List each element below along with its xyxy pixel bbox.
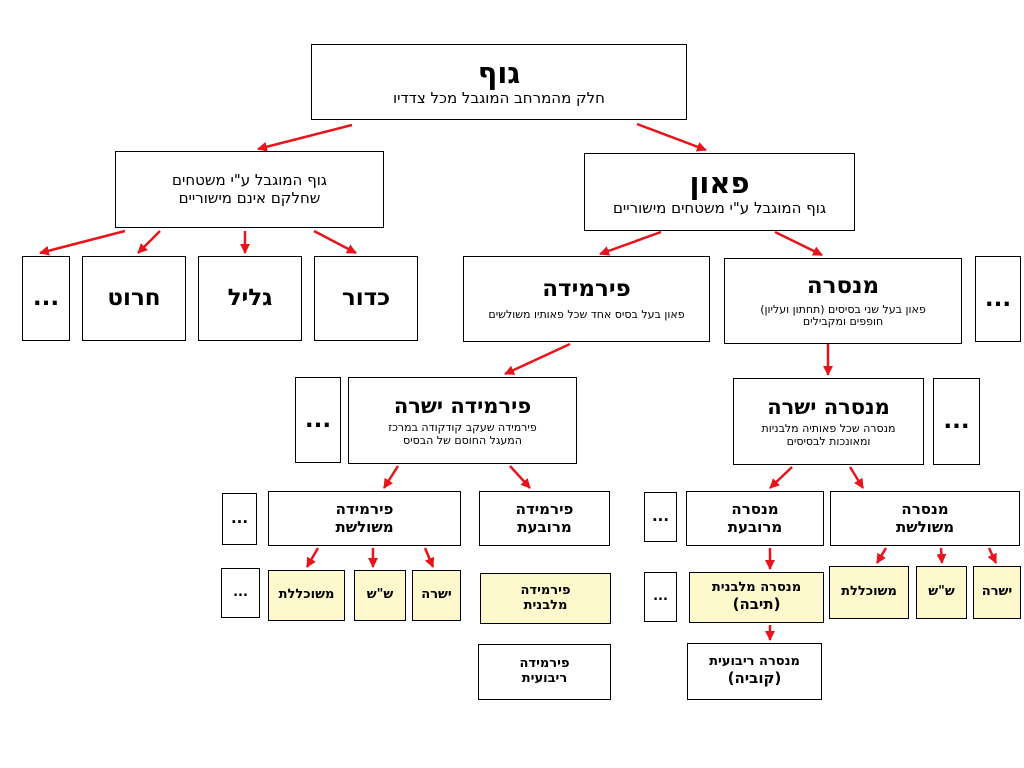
arrow-tri-prism-to-isosceles [936, 547, 947, 564]
node-title: מנסרה ישרה [767, 394, 890, 419]
node-triangular-pyramid-more: ... [222, 493, 257, 545]
node-description: פאון בעל שני בסיסים (תחתון ועליון) חופפי… [760, 302, 926, 329]
arrow-tri-prism-to-regular [875, 547, 888, 564]
ellipsis: ... [943, 408, 970, 435]
node-rectangular-pyramid: פירמידה מלבנית [480, 573, 611, 624]
node-square-pyramid: פירמידה מרובעת [479, 491, 610, 546]
node-square-prism: מנסרה מרובעת [686, 491, 824, 546]
node-title: פירמידה מרובעת [515, 500, 574, 536]
node-description: פאון בעל בסיס אחד שכל פאותיו משולשים [488, 307, 685, 321]
arrow-body-to-polyhedron [636, 122, 707, 152]
node-curved-more: ... [22, 256, 70, 341]
node-cube: מנסרה ריבועית (קוביה) [687, 643, 822, 700]
node-square-prism-sub-more: ... [644, 572, 677, 622]
node-subtitle: (תיבה) [732, 595, 781, 614]
node-title: כדור [341, 285, 391, 312]
node-title: חרוט [107, 285, 161, 312]
arrow-right-prism-to-triangular [848, 466, 865, 489]
ellipsis: ... [233, 584, 248, 600]
ellipsis: ... [230, 509, 249, 528]
node-title: פאון [689, 165, 750, 200]
node-title: פירמידה [542, 276, 631, 303]
node-description: גוף המוגבל ע"י משטחים מישוריים [612, 199, 827, 218]
arrow-curved-to-cone [137, 230, 161, 254]
arrow-tri-pyramid-to-straight [423, 547, 435, 568]
arrow-body-to-curved [257, 123, 353, 152]
node-pyramid: פירמידה פאון בעל בסיס אחד שכל פאותיו משו… [463, 256, 710, 342]
node-description: מנסרה שכל פאותיה מלבניות ומאונכות לבסיסי… [761, 421, 896, 448]
node-text: גוף המוגבל ע"י משטחים שחלקם אינם מישוריי… [172, 171, 327, 207]
node-title: פירמידה מלבנית [520, 582, 571, 613]
node-title: מנסרה [806, 273, 880, 300]
node-title: מנסרה מרובעת [727, 500, 783, 536]
arrow-right-pyramid-to-triangular [382, 465, 400, 489]
arrow-curved-to-sphere [313, 229, 357, 255]
node-title: מנסרה ריבועית [709, 654, 800, 670]
node-title: פירמידה משולשת [335, 500, 394, 536]
ellipsis: ... [32, 285, 60, 312]
node-title: גוף [477, 55, 521, 90]
node-prism: מנסרה פאון בעל שני בסיסים (תחתון ועליון)… [724, 258, 962, 344]
node-solid-body: גוף חלק מהמרחב המוגבל מכל צדדיו [311, 44, 687, 120]
node-curved-surfaces-body: גוף המוגבל ע"י משטחים שחלקם אינם מישוריי… [115, 151, 384, 228]
node-straight-tri-pyramid: ישרה [412, 570, 461, 621]
node-regular-tri-prism: משוכללת [829, 566, 909, 619]
arrow-tri-prism-to-straight [987, 547, 998, 564]
node-title: גליל [227, 285, 273, 312]
node-pyramid-more: ... [295, 377, 341, 463]
ellipsis: ... [304, 406, 332, 433]
node-title: משוכללת [841, 584, 897, 600]
node-prism-more: ... [933, 378, 980, 465]
node-sphere: כדור [314, 256, 418, 341]
node-title: ישרה [981, 584, 1013, 600]
node-description: חלק מהמרחב המוגבל מכל צדדיו [393, 89, 605, 108]
node-right-pyramid: פירמידה ישרה פירמידה שעקב קודקודה במרכז … [348, 377, 577, 464]
arrow-polyhedron-to-prism [774, 230, 823, 257]
node-title: ישרה [421, 587, 452, 603]
node-isosceles-tri-prism: ש"ש [916, 566, 967, 619]
ellipsis: ... [984, 285, 1012, 312]
node-triangular-prism: מנסרה משולשת [830, 491, 1020, 546]
node-regular-tri-pyramid: משוכללת [268, 570, 345, 621]
node-square-pyramid-regular: פירמידה ריבועית [478, 644, 611, 700]
arrow-tri-pyramid-to-regular [305, 547, 320, 568]
arrow-right-prism-to-square [769, 466, 793, 489]
node-polyhedron-more: ... [975, 256, 1021, 342]
node-cone: חרוט [82, 256, 186, 341]
node-title: משוכללת [278, 587, 335, 603]
arrow-right-pyramid-to-square [509, 465, 531, 489]
node-title: פירמידה ריבועית [519, 656, 570, 686]
ellipsis: ... [653, 588, 668, 604]
arrow-pyramid-to-right-pyramid [504, 342, 571, 376]
node-subtitle: (קוביה) [727, 669, 782, 688]
arrow-curved-to-more [39, 229, 126, 256]
node-rectangular-prism: מנסרה מלבנית (תיבה) [689, 572, 824, 623]
node-title: ש"ש [928, 584, 955, 600]
ellipsis: ... [651, 507, 670, 526]
node-polyhedron: פאון גוף המוגבל ע"י משטחים מישוריים [584, 153, 855, 231]
node-cylinder: גליל [198, 256, 302, 341]
node-right-prism-more: ... [644, 492, 677, 542]
node-title: פירמידה ישרה [393, 393, 532, 418]
node-title: ש"ש [366, 587, 394, 603]
arrow-polyhedron-to-pyramid [599, 230, 662, 256]
node-straight-tri-prism: ישרה [973, 566, 1021, 619]
node-title: מנסרה מלבנית [711, 580, 802, 596]
node-description: פירמידה שעקב קודקודה במרכז המעגל החוסם ש… [388, 420, 537, 447]
node-isosceles-tri-pyramid: ש"ש [354, 570, 406, 621]
node-right-prism: מנסרה ישרה מנסרה שכל פאותיה מלבניות ומאו… [733, 378, 924, 465]
node-triangular-pyramid: פירמידה משולשת [268, 491, 461, 546]
node-tri-pyramid-sub-more: ... [221, 568, 260, 618]
node-title: מנסרה משולשת [895, 500, 955, 536]
